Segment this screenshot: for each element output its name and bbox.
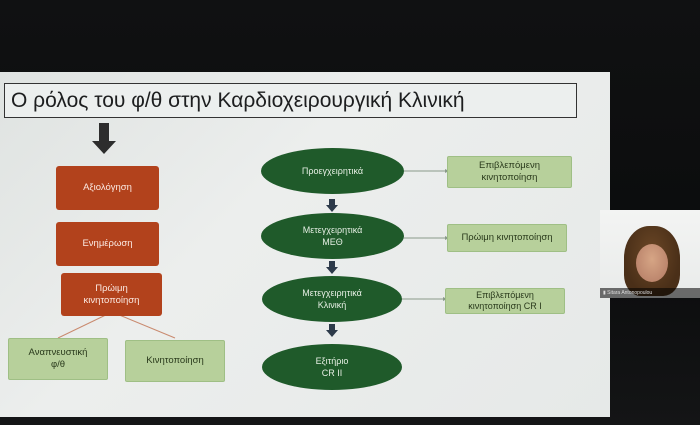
box-early-mobilization-right: Πρώιμη κινητοποίηση [447, 224, 567, 252]
box-supervised-mobilization-cr1: Επιβλεπόμενη κινητοποίηση CR I [445, 288, 565, 314]
down-arrow-icon [92, 123, 116, 154]
down-arrow-icon [326, 324, 338, 337]
connector-layer [57, 123, 449, 339]
box-label: Αξιολόγηση [83, 182, 132, 193]
box-evaluation: Αξιολόγηση [56, 166, 159, 210]
box-mobilization: Κινητοποίηση [125, 340, 225, 382]
branch-line-left [57, 311, 113, 339]
box-label: Ενημέρωση [82, 238, 133, 249]
participant-name: Sitara Antonopoulou [607, 290, 653, 296]
slide-title: Ο ρόλος του φ/θ στην Καρδιοχειρουργική Κ… [11, 88, 465, 112]
oval-preoperative: Προεγχειρητικά [261, 148, 404, 194]
oval-label: Μετεγχειρητικά Κλινική [302, 288, 362, 310]
down-arrow-icon [326, 261, 338, 274]
box-information: Ενημέρωση [56, 222, 159, 266]
oval-label: Μετεγχειρητικά ΜΕΘ [302, 225, 363, 247]
box-label: Πρώιμη κινητοποίηση [461, 232, 553, 243]
box-label: Επιβλεπόμενη κινητοποίηση [478, 160, 541, 183]
box-label: Κινητοποίηση [146, 355, 204, 366]
box-respiratory-physio: Αναπνευστική φ/θ [8, 338, 108, 380]
participant-face [636, 244, 668, 282]
oval-postop-icu: Μετεγχειρητικά ΜΕΘ [261, 213, 404, 259]
box-supervised-mobilization: Επιβλεπόμενη κινητοποίηση [447, 156, 572, 188]
box-label: Πρώιμη κινητοποίηση [83, 282, 140, 306]
box-early-mobilization: Πρώιμη κινητοποίηση [61, 273, 162, 316]
box-label: Επιβλεπόμενη κινητοποίηση CR I [468, 290, 542, 311]
oval-label: Προεγχειρητικά [301, 166, 364, 176]
slide-title-box: Ο ρόλος του φ/θ στην Καρδιοχειρουργική Κ… [4, 83, 577, 118]
oval-discharge: Εξιτήριο CR II [262, 344, 402, 390]
oval-postop-clinic: Μετεγχειρητικά Κλινική [262, 276, 402, 322]
presentation-slide: Ο ρόλος του φ/θ στην Καρδιοχειρουργική Κ… [0, 72, 610, 417]
oval-label: Εξιτήριο CR II [315, 356, 349, 378]
participant-name-label: ▮ Sitara Antonopoulou [600, 288, 700, 298]
down-arrow-icon [326, 199, 338, 212]
signal-icon: ▮ [603, 290, 608, 296]
branch-line-right [111, 311, 176, 339]
box-label: Αναπνευστική φ/θ [28, 347, 88, 370]
participant-video-thumbnail[interactable]: ▮ Sitara Antonopoulou [600, 210, 700, 298]
